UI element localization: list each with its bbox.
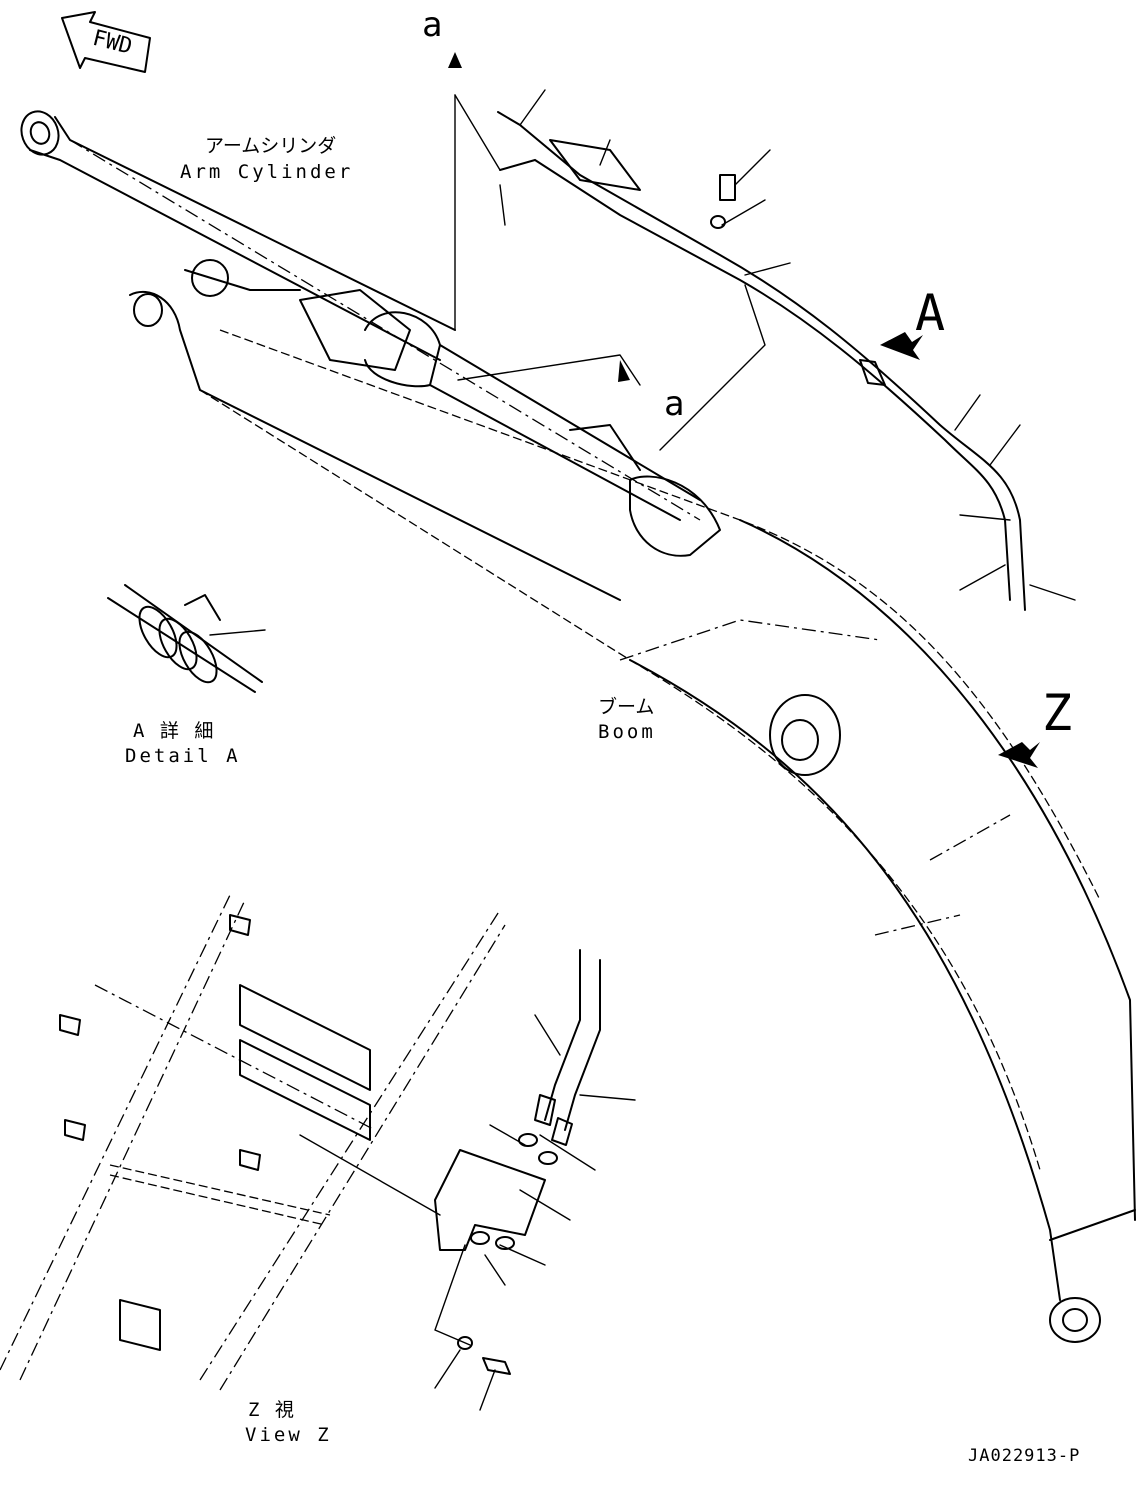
drawing-number: JA022913-P: [968, 1446, 1080, 1466]
view-z: [0, 894, 601, 1391]
arrow-a: [880, 332, 923, 360]
detail-a: [107, 584, 263, 693]
callout-a-top: a: [422, 5, 442, 45]
boom-label-en: Boom: [598, 721, 656, 743]
view-z-label-en: View Z: [245, 1424, 332, 1446]
boom-label-jp: ブーム: [598, 695, 654, 718]
callout-a-mid: a: [664, 384, 684, 424]
arrow-z-label: Z: [1042, 684, 1072, 742]
detail-a-label-en: Detail A: [125, 745, 241, 767]
arm-cylinder-label-jp: アームシリンダ: [205, 135, 336, 157]
arm-cylinder-label-en: Arm Cylinder: [180, 161, 353, 183]
detail-a-label-jp: A 詳 細: [133, 720, 215, 742]
callout-arrows: [448, 52, 630, 382]
view-z-label-jp: Z 視: [248, 1399, 296, 1421]
fwd-label: FWD: [90, 26, 135, 60]
leader-lines: [209, 89, 1076, 1411]
fwd-arrow: FWD: [61, 11, 151, 73]
hose-assembly: [497, 111, 1026, 611]
boom: [129, 259, 1136, 1343]
arrow-z: [998, 742, 1040, 768]
arm-cylinder: [20, 110, 701, 521]
arrow-a-label: A: [915, 284, 945, 342]
